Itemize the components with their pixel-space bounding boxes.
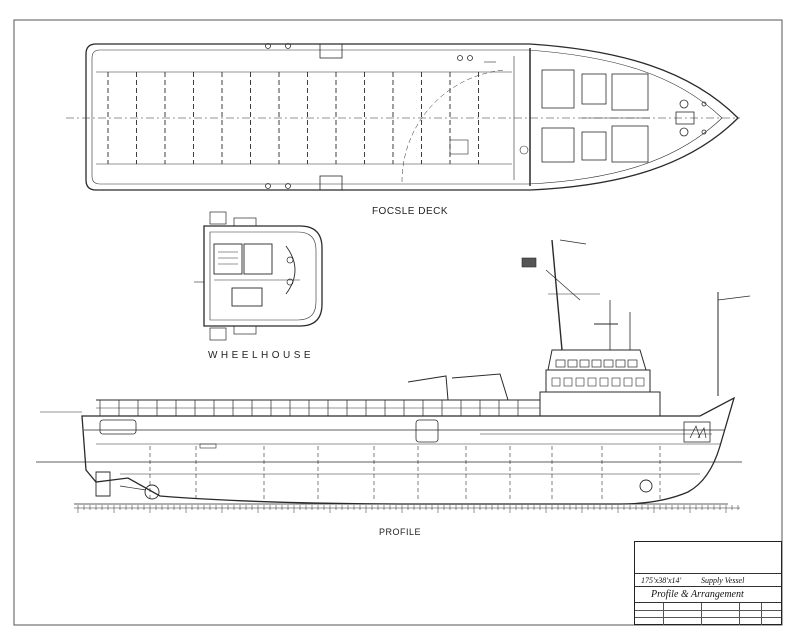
rail-stanchions bbox=[99, 400, 519, 416]
mooring-bitt bbox=[265, 43, 271, 49]
wheelhouse-label: WHEELHOUSE bbox=[207, 350, 315, 361]
crane-fwd bbox=[451, 373, 509, 401]
wheelhouse-outline bbox=[203, 225, 323, 327]
flag bbox=[521, 257, 537, 268]
crane-swing-arc bbox=[401, 69, 506, 183]
wheelhouse-stair bbox=[213, 243, 243, 275]
deckhouse-upper bbox=[545, 369, 651, 393]
frame-scale bbox=[74, 505, 740, 513]
propeller bbox=[144, 484, 160, 500]
mooring-bitt bbox=[467, 55, 473, 61]
wheelhouse-window bbox=[555, 359, 566, 368]
deckhouse-windows bbox=[551, 359, 645, 387]
wheelhouse-window bbox=[591, 359, 602, 368]
title-block: 175'x38'x14' Supply Vessel Profile & Arr… bbox=[634, 541, 782, 625]
title-block-grid bbox=[635, 603, 781, 625]
focsle-deck-label: FOCSLE DECK bbox=[371, 206, 449, 217]
deckhouse-window bbox=[635, 377, 645, 387]
mooring-bitt bbox=[285, 43, 291, 49]
mooring-bitt bbox=[265, 183, 271, 189]
bow-thruster bbox=[639, 479, 653, 493]
vessel-dimensions: 175'x38'x14' bbox=[641, 576, 682, 585]
wheelhouse-window bbox=[579, 359, 590, 368]
wheelhouse-window bbox=[567, 359, 578, 368]
profile-label: PROFILE bbox=[378, 527, 421, 537]
wheelhouse-plan bbox=[194, 211, 323, 341]
profile-view bbox=[36, 239, 751, 505]
wheelhouse-window bbox=[603, 359, 614, 368]
wheelhouse-window bbox=[615, 359, 626, 368]
deckhouse-window bbox=[551, 377, 561, 387]
deckhouse-window bbox=[563, 377, 573, 387]
deckhouse-lower bbox=[539, 391, 661, 417]
deckhouse-window bbox=[599, 377, 609, 387]
sheet-border bbox=[13, 19, 783, 626]
deckhouse-window bbox=[587, 377, 597, 387]
profile-hull-outline bbox=[81, 396, 736, 505]
wheelhouse-window bbox=[627, 359, 638, 368]
deckhouse-window bbox=[575, 377, 585, 387]
watertight-bulkheads bbox=[149, 446, 661, 502]
deck-bulwark bbox=[91, 49, 723, 185]
crane-aft bbox=[407, 375, 449, 401]
deck-cargo-frames bbox=[107, 72, 479, 164]
bow-logo bbox=[683, 421, 711, 443]
focsle-deck-plan bbox=[66, 43, 740, 191]
mooring-bitt bbox=[457, 55, 463, 61]
main-mast bbox=[551, 239, 563, 351]
drawing-title: Profile & Arrangement bbox=[651, 589, 744, 600]
vessel-type: Supply Vessel bbox=[701, 576, 745, 585]
rudder bbox=[95, 471, 111, 497]
mooring-bitt bbox=[285, 183, 291, 189]
deckhouse-window bbox=[611, 377, 621, 387]
wheelhouse-profile bbox=[547, 349, 647, 371]
deck-mooring-bitts bbox=[265, 43, 473, 189]
deckhouse-window bbox=[623, 377, 633, 387]
deck-hull-outline bbox=[85, 43, 739, 191]
